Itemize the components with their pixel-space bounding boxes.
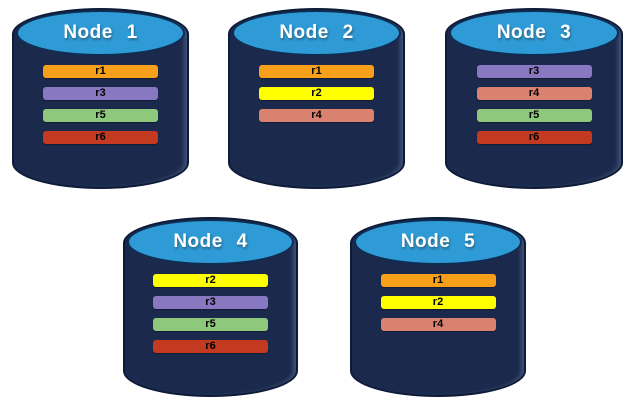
replica-list: r2 r3 r5 r6 bbox=[123, 274, 298, 353]
database-node-3: Node 3 r3 r4 r5 r6 bbox=[445, 8, 623, 189]
node-title: Node 4 bbox=[173, 231, 248, 252]
replica-list: r3 r4 r5 r6 bbox=[445, 65, 623, 144]
replica-bar-r6: r6 bbox=[153, 340, 268, 353]
replica-bar-r5: r5 bbox=[476, 109, 592, 122]
cylinder-top: Node 4 bbox=[127, 219, 294, 265]
replica-label: r5 bbox=[205, 318, 216, 330]
replica-bar-r6: r6 bbox=[476, 131, 592, 144]
replica-bar-r5: r5 bbox=[43, 109, 158, 122]
replica-list: r1 r3 r5 r6 bbox=[12, 65, 189, 144]
replica-bar-r3: r3 bbox=[43, 87, 158, 100]
replica-label: r1 bbox=[311, 65, 322, 77]
replica-bar-r4: r4 bbox=[476, 87, 592, 100]
database-node-2: Node 2 r1 r2 r4 bbox=[228, 8, 405, 189]
replica-label: r2 bbox=[205, 274, 216, 286]
replica-label: r5 bbox=[95, 109, 106, 121]
replica-label: r6 bbox=[528, 131, 540, 143]
replica-bar-r5: r5 bbox=[153, 318, 268, 331]
replica-bar-r2: r2 bbox=[380, 296, 496, 309]
replica-bar-r4: r4 bbox=[380, 318, 496, 331]
replica-bar-r2: r2 bbox=[259, 87, 374, 100]
replica-label: r1 bbox=[432, 274, 444, 286]
replica-label: r3 bbox=[95, 87, 106, 99]
node-title: Node 2 bbox=[279, 22, 354, 43]
replica-label: r2 bbox=[432, 296, 444, 308]
node-title: Node 3 bbox=[496, 22, 572, 43]
database-node-5: Node 5 r1 r2 r4 bbox=[350, 217, 526, 397]
replica-bar-r6: r6 bbox=[43, 131, 158, 144]
replica-label: r2 bbox=[311, 87, 322, 99]
node-title: Node 5 bbox=[400, 231, 476, 252]
cylinder-top: Node 3 bbox=[449, 10, 619, 56]
replica-bar-r3: r3 bbox=[476, 65, 592, 78]
replica-bar-r3: r3 bbox=[153, 296, 268, 309]
node-title: Node 1 bbox=[63, 22, 138, 43]
replica-label: r3 bbox=[205, 296, 216, 308]
replica-bar-r2: r2 bbox=[153, 274, 268, 287]
replica-label: r6 bbox=[205, 340, 216, 352]
cylinder-top: Node 1 bbox=[16, 10, 185, 56]
replica-label: r6 bbox=[95, 131, 106, 143]
replica-label: r4 bbox=[432, 318, 444, 330]
replica-list: r1 r2 r4 bbox=[228, 65, 405, 122]
replica-label: r4 bbox=[311, 109, 322, 121]
replica-bar-r1: r1 bbox=[259, 65, 374, 78]
cylinder-top: Node 5 bbox=[354, 219, 522, 265]
replica-label: r3 bbox=[528, 65, 540, 77]
replica-bar-r1: r1 bbox=[380, 274, 496, 287]
cylinder-top: Node 2 bbox=[232, 10, 401, 56]
replica-list: r1 r2 r4 bbox=[350, 274, 526, 331]
replica-label: r1 bbox=[95, 65, 106, 77]
database-node-4: Node 4 r2 r3 r5 r6 bbox=[123, 217, 298, 397]
replica-bar-r1: r1 bbox=[43, 65, 158, 78]
replica-bar-r4: r4 bbox=[259, 109, 374, 122]
database-node-1: Node 1 r1 r3 r5 r6 bbox=[12, 8, 189, 189]
replica-label: r4 bbox=[528, 87, 540, 99]
replica-label: r5 bbox=[528, 109, 540, 121]
